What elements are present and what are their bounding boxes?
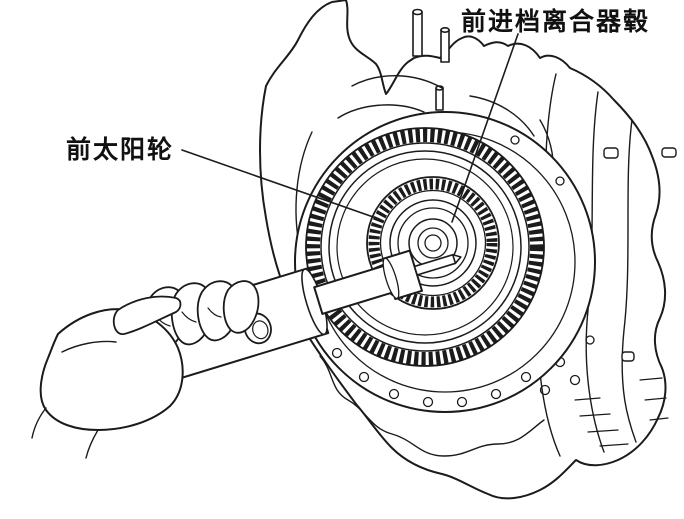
leader-line-front-sun-gear (181, 149, 380, 220)
gear-teeth (306, 128, 544, 366)
flange-bolt-holes (331, 135, 565, 408)
thumb (112, 295, 182, 335)
leader-line-forward-clutch-hub (451, 33, 519, 223)
label-front-sun-gear: 前太阳轮 (66, 135, 175, 164)
dowel-pins (412, 8, 450, 111)
sun-gear-splines (368, 178, 498, 308)
fingers (144, 280, 260, 350)
hand-drawing (31, 280, 260, 459)
tool-rod (413, 253, 457, 276)
case-hatching (574, 377, 669, 447)
label-forward-clutch-hub: 前进档离合器毂 (461, 7, 651, 36)
wrist-lines (31, 340, 117, 459)
flange-gasket-edge (319, 355, 545, 457)
palm (39, 308, 184, 431)
leader-lines (181, 33, 519, 223)
